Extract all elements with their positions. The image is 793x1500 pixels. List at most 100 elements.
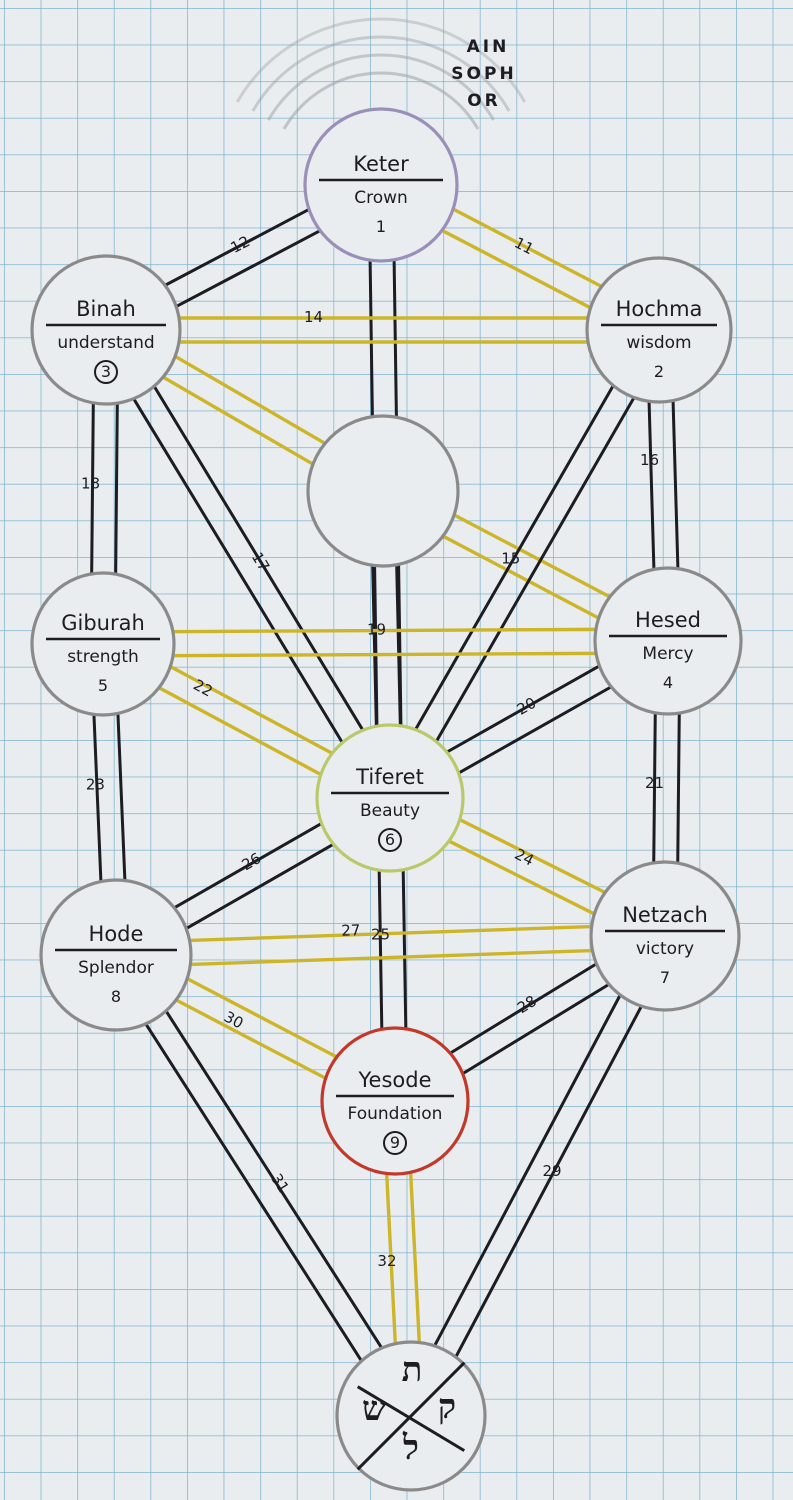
path-25 bbox=[377, 865, 408, 1034]
sefirah-keter-circle bbox=[303, 107, 459, 263]
path-23 bbox=[92, 708, 127, 887]
path-30-line-b bbox=[171, 996, 331, 1082]
path-16-line-a bbox=[671, 396, 680, 574]
path-31-line-a bbox=[162, 1006, 385, 1353]
malkuth-letter-top: ת bbox=[402, 1350, 423, 1390]
path-18-line-a bbox=[114, 398, 119, 579]
extra-channel-2-line-a bbox=[438, 532, 604, 622]
path-number-21: 21 bbox=[645, 774, 664, 792]
sefirah-hesed-circle bbox=[593, 566, 743, 716]
sefirah-tiferet-circle bbox=[315, 723, 465, 873]
path-number-19: 19 bbox=[367, 620, 386, 638]
path-15 bbox=[412, 381, 638, 746]
sefirah-yesod-meaning: Foundation bbox=[348, 1104, 443, 1124]
path-21-line-b bbox=[652, 708, 657, 868]
path-27 bbox=[184, 924, 598, 967]
path-16-line-b bbox=[647, 396, 656, 574]
path-32-line-a bbox=[408, 1167, 422, 1348]
path-18 bbox=[90, 398, 119, 579]
path-19 bbox=[168, 627, 601, 658]
path-29 bbox=[431, 990, 645, 1362]
path-22-line-a bbox=[166, 663, 337, 757]
path-16 bbox=[647, 396, 680, 574]
sefirah-netzach-meaning: victory bbox=[636, 939, 694, 959]
malkuth-divider-a bbox=[356, 1361, 466, 1471]
path-11-line-b bbox=[437, 227, 595, 311]
sefirah-binah-meaning: understand bbox=[57, 333, 154, 353]
path-17-line-b bbox=[130, 394, 346, 747]
sefirah-giburah-number: 5 bbox=[98, 676, 108, 695]
path-29-line-b bbox=[431, 990, 624, 1351]
header-line-or: OR bbox=[467, 91, 501, 111]
path-23-line-a bbox=[116, 708, 127, 886]
path-31-line-b bbox=[142, 1019, 365, 1366]
extra-channel-2 bbox=[438, 511, 615, 622]
path-number-18: 18 bbox=[81, 474, 100, 492]
sefirah-keter-name: Keter bbox=[353, 152, 409, 176]
malkuth-letter-right: ק bbox=[438, 1387, 456, 1427]
sefirah-hochma-number: 2 bbox=[654, 362, 664, 381]
path-26 bbox=[170, 820, 338, 932]
path-12-line-b bbox=[160, 206, 314, 289]
path-27-line-a bbox=[184, 924, 597, 943]
path-20-line-b bbox=[442, 662, 604, 756]
malkuth-letter-left: ש bbox=[362, 1389, 386, 1429]
path-17-line-a bbox=[151, 382, 366, 735]
path-30 bbox=[171, 975, 342, 1082]
path-29-line-a bbox=[452, 1001, 645, 1362]
sefirah-tiferet-name: Tiferet bbox=[355, 765, 424, 789]
path-19-line-b bbox=[168, 651, 601, 658]
sefirah-keter-number: 1 bbox=[376, 217, 386, 236]
path-number-23: 23 bbox=[86, 776, 105, 794]
path-17 bbox=[130, 382, 366, 747]
sefirah-hochma: Hochma wisdom 2 bbox=[585, 256, 733, 404]
path-21-line-a bbox=[676, 708, 681, 868]
sefirah-yesod-name: Yesode bbox=[358, 1068, 432, 1092]
sefirah-giburah-circle bbox=[30, 571, 176, 717]
path-28 bbox=[446, 960, 614, 1077]
sefirah-hod-number: 8 bbox=[111, 987, 121, 1006]
path-11-line-a bbox=[448, 205, 606, 290]
path-21 bbox=[652, 708, 681, 868]
sefirah-keter-meaning: Crown bbox=[354, 188, 408, 208]
path-26-line-a bbox=[182, 841, 338, 932]
malkuth-divider-b bbox=[356, 1385, 466, 1452]
path-number-25: 25 bbox=[371, 926, 390, 944]
path-22 bbox=[154, 663, 337, 778]
path-18-line-b bbox=[90, 398, 95, 579]
sefirah-hod-circle bbox=[39, 878, 193, 1032]
sefirah-hochma-meaning: wisdom bbox=[626, 333, 691, 353]
path-number-16: 16 bbox=[640, 451, 659, 469]
sefirah-hod-name: Hode bbox=[89, 922, 144, 946]
path-12-line-a bbox=[172, 227, 325, 310]
sefirah-hesed-meaning: Mercy bbox=[642, 644, 693, 664]
sefirah-giburah-meaning: strength bbox=[67, 647, 139, 667]
path-11 bbox=[437, 205, 606, 311]
halo-arc-3 bbox=[251, 35, 511, 112]
path-19-line-a bbox=[168, 627, 601, 634]
path-30-line-a bbox=[182, 975, 342, 1061]
ain-soph-or-label: AIN SOPH OR bbox=[451, 37, 513, 111]
path-31 bbox=[142, 1006, 385, 1366]
path-number-15: 15 bbox=[501, 550, 520, 568]
path-28-line-a bbox=[458, 981, 614, 1077]
halo-arc-2 bbox=[267, 53, 495, 121]
extra-channel-1-line-a bbox=[170, 353, 330, 447]
halo-arc-1 bbox=[282, 71, 480, 130]
path-number-32: 32 bbox=[377, 1252, 396, 1270]
sefirah-hochma-name: Hochma bbox=[616, 297, 703, 321]
path-24-line-b bbox=[444, 837, 599, 918]
path-number-14: 14 bbox=[304, 308, 323, 326]
malkuth-letters: ת ק ש ל bbox=[362, 1350, 456, 1468]
sefirah-hochma-circle bbox=[585, 256, 733, 404]
sefirah-binah-number-ring bbox=[94, 360, 118, 384]
path-24 bbox=[444, 816, 610, 918]
